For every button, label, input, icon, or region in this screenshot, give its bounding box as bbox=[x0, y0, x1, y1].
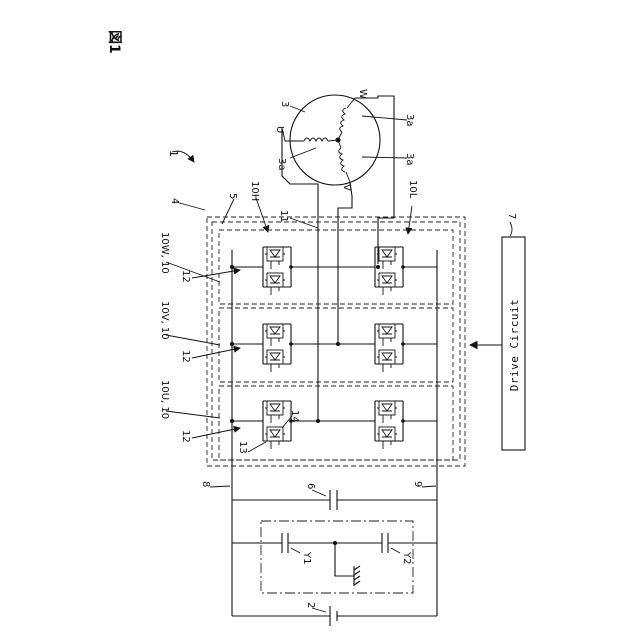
phase-v-label: 10V, 10 bbox=[159, 301, 170, 340]
terminal-w-label: W bbox=[357, 89, 368, 99]
wire-w bbox=[355, 96, 394, 264]
phase-w-label: 10W, 10 bbox=[159, 232, 170, 274]
drive-circuit-label: Drive Circuit bbox=[508, 299, 521, 392]
coil-v bbox=[339, 148, 345, 172]
capacitor-ref-label: 6 bbox=[305, 483, 316, 489]
inverter-box-outer bbox=[207, 217, 465, 466]
coil-w bbox=[340, 108, 346, 132]
battery-ref-label: 2 bbox=[305, 602, 316, 608]
motor-ref-label: 3 bbox=[279, 101, 290, 107]
output-line-label: 11 bbox=[278, 210, 289, 223]
pos-line-ref-label: 8 bbox=[200, 481, 211, 487]
drive-circuit-ref-label: 7 bbox=[506, 213, 517, 219]
switch-cell-u-lower bbox=[365, 401, 413, 449]
y1-label: Y1 bbox=[301, 551, 312, 564]
switch-cell-u-upper bbox=[253, 401, 301, 449]
switch-cell-v-upper bbox=[253, 324, 301, 372]
phase-v-box bbox=[219, 308, 453, 382]
figure-label: 図1 bbox=[106, 30, 122, 54]
smoothing-capacitor bbox=[232, 490, 437, 510]
lower-arm-label: 10L bbox=[407, 180, 418, 199]
terminal-v-label: V bbox=[341, 184, 352, 191]
terminal-u-label: U bbox=[274, 126, 285, 133]
inverter-ref-label: 4 bbox=[169, 198, 180, 204]
phase-u-label: 10U, 10 bbox=[159, 380, 170, 419]
module-ref-label-u: 12 bbox=[180, 430, 191, 443]
switch-cell-v-lower bbox=[365, 324, 413, 372]
upper-arm-label: 10H bbox=[249, 181, 260, 201]
coil-ref-label-2: 3a bbox=[276, 158, 287, 171]
module-ref-label-w: 12 bbox=[180, 270, 191, 283]
coil-ref-label-3: 3a bbox=[404, 153, 415, 166]
switch-cell-w-upper bbox=[253, 247, 301, 295]
module-ref-label-v: 12 bbox=[180, 350, 191, 363]
switch-ref-label: 13 bbox=[237, 441, 248, 454]
inverter-box-inner bbox=[212, 222, 460, 460]
y-capacitor-chain-box bbox=[261, 521, 413, 593]
switch-cell-w-lower bbox=[365, 247, 413, 295]
ground-symbol bbox=[354, 566, 360, 586]
battery bbox=[232, 606, 437, 626]
region-ref-label: 5 bbox=[227, 193, 238, 199]
coil-u bbox=[304, 138, 328, 141]
neg-line-ref-label: 9 bbox=[412, 481, 423, 487]
wire-v bbox=[338, 182, 352, 344]
wire-u bbox=[282, 128, 318, 421]
y2-label: Y2 bbox=[401, 551, 412, 564]
switch-cells bbox=[230, 247, 437, 449]
